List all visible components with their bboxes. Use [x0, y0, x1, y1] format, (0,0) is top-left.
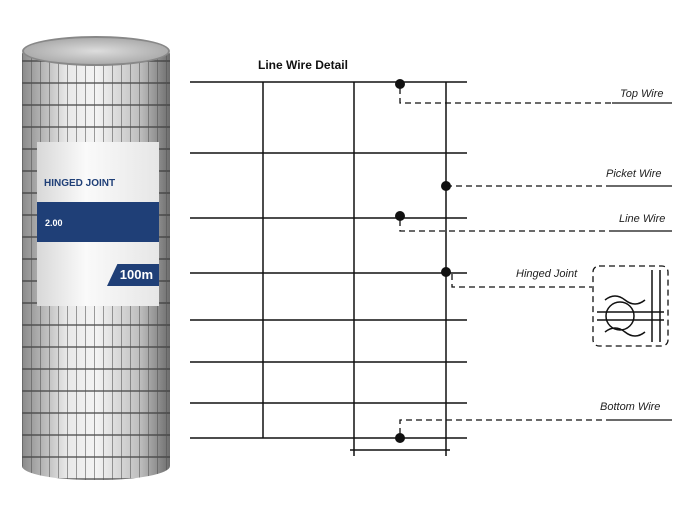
height-code: 2.00	[45, 218, 63, 228]
fence-roll-top	[22, 36, 170, 66]
vertical-wires	[262, 82, 450, 456]
label-band: 2.00	[37, 202, 159, 242]
label-title: HINGED JOINT	[44, 178, 116, 189]
leader-lines	[399, 88, 669, 434]
hinged-joint-detail-icon	[597, 270, 664, 342]
product-label: HINGED JOINT 2.00 100m	[37, 142, 159, 306]
picket-wire-label: Picket Wire	[606, 168, 662, 180]
horizontal-wires	[190, 81, 467, 439]
label-underlines	[612, 102, 672, 421]
top-wire-label: Top Wire	[620, 88, 664, 100]
joint-markers	[395, 79, 451, 443]
diagram-title: Line Wire Detail	[258, 58, 348, 72]
length-badge: 100m	[107, 264, 159, 286]
hinged-joint-label: Hinged Joint	[516, 268, 578, 280]
bottom-wire-label: Bottom Wire	[600, 401, 661, 413]
line-wire-label: Line Wire	[619, 213, 666, 225]
